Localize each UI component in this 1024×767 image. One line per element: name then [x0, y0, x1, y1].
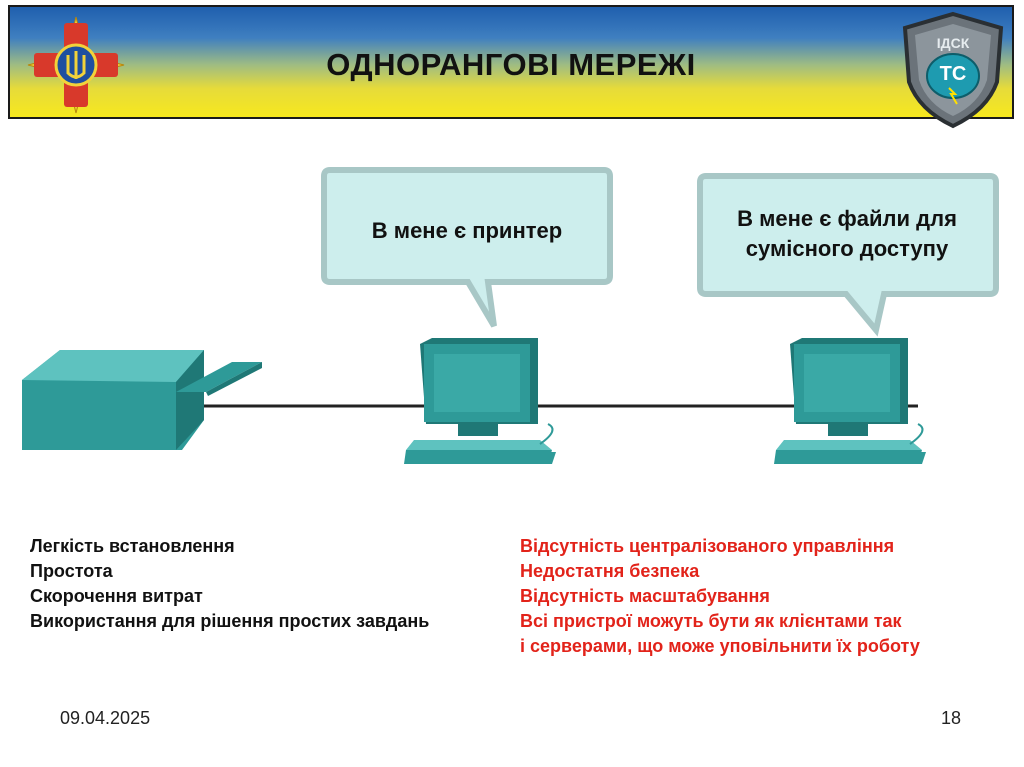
shield-emblem-icon: ІДСК ТС	[897, 10, 1009, 130]
advantage-item: Простота	[30, 559, 429, 584]
bubble-printer-text: В мене є принтер	[326, 216, 608, 246]
bubble-files-line-1: В мене є файли для	[702, 204, 992, 234]
computer-2-icon	[774, 338, 926, 464]
emblem-text-mid: ТС	[940, 63, 967, 85]
speech-bubble-printer	[324, 170, 610, 326]
disadvantage-item: і серверами, що може уповільнити їх робо…	[520, 634, 920, 659]
advantages-list: Легкість встановлення Простота Скороченн…	[30, 534, 429, 634]
printer-icon	[22, 350, 262, 450]
disadvantages-list: Відсутність централізованого управління …	[520, 534, 920, 659]
disadvantage-item: Відсутність централізованого управління	[520, 534, 920, 559]
disadvantage-item: Недостатня безпека	[520, 559, 920, 584]
advantage-item: Скорочення витрат	[30, 584, 429, 609]
disadvantage-item: Відсутність масштабування	[520, 584, 920, 609]
network-diagram	[0, 150, 1024, 480]
bubble-printer-line: В мене є принтер	[372, 218, 562, 243]
disadvantage-item: Всі пристрої можуть бути як клієнтами та…	[520, 609, 920, 634]
computer-1-icon	[404, 338, 556, 464]
advantage-item: Легкість встановлення	[30, 534, 429, 559]
advantage-item: Використання для рішення простих завдань	[30, 609, 429, 634]
title-banner: ОДНОРАНГОВІ МЕРЕЖІ ІДСК ТС	[8, 5, 1014, 119]
bubble-files-line-2: сумісного доступу	[702, 234, 992, 264]
slide-title: ОДНОРАНГОВІ МЕРЕЖІ	[10, 47, 1012, 83]
slide-date: 09.04.2025	[60, 708, 150, 729]
bubble-files-text: В мене є файли для сумісного доступу	[702, 204, 992, 264]
slide-page-number: 18	[941, 708, 961, 729]
emblem-text-top: ІДСК	[937, 35, 970, 51]
